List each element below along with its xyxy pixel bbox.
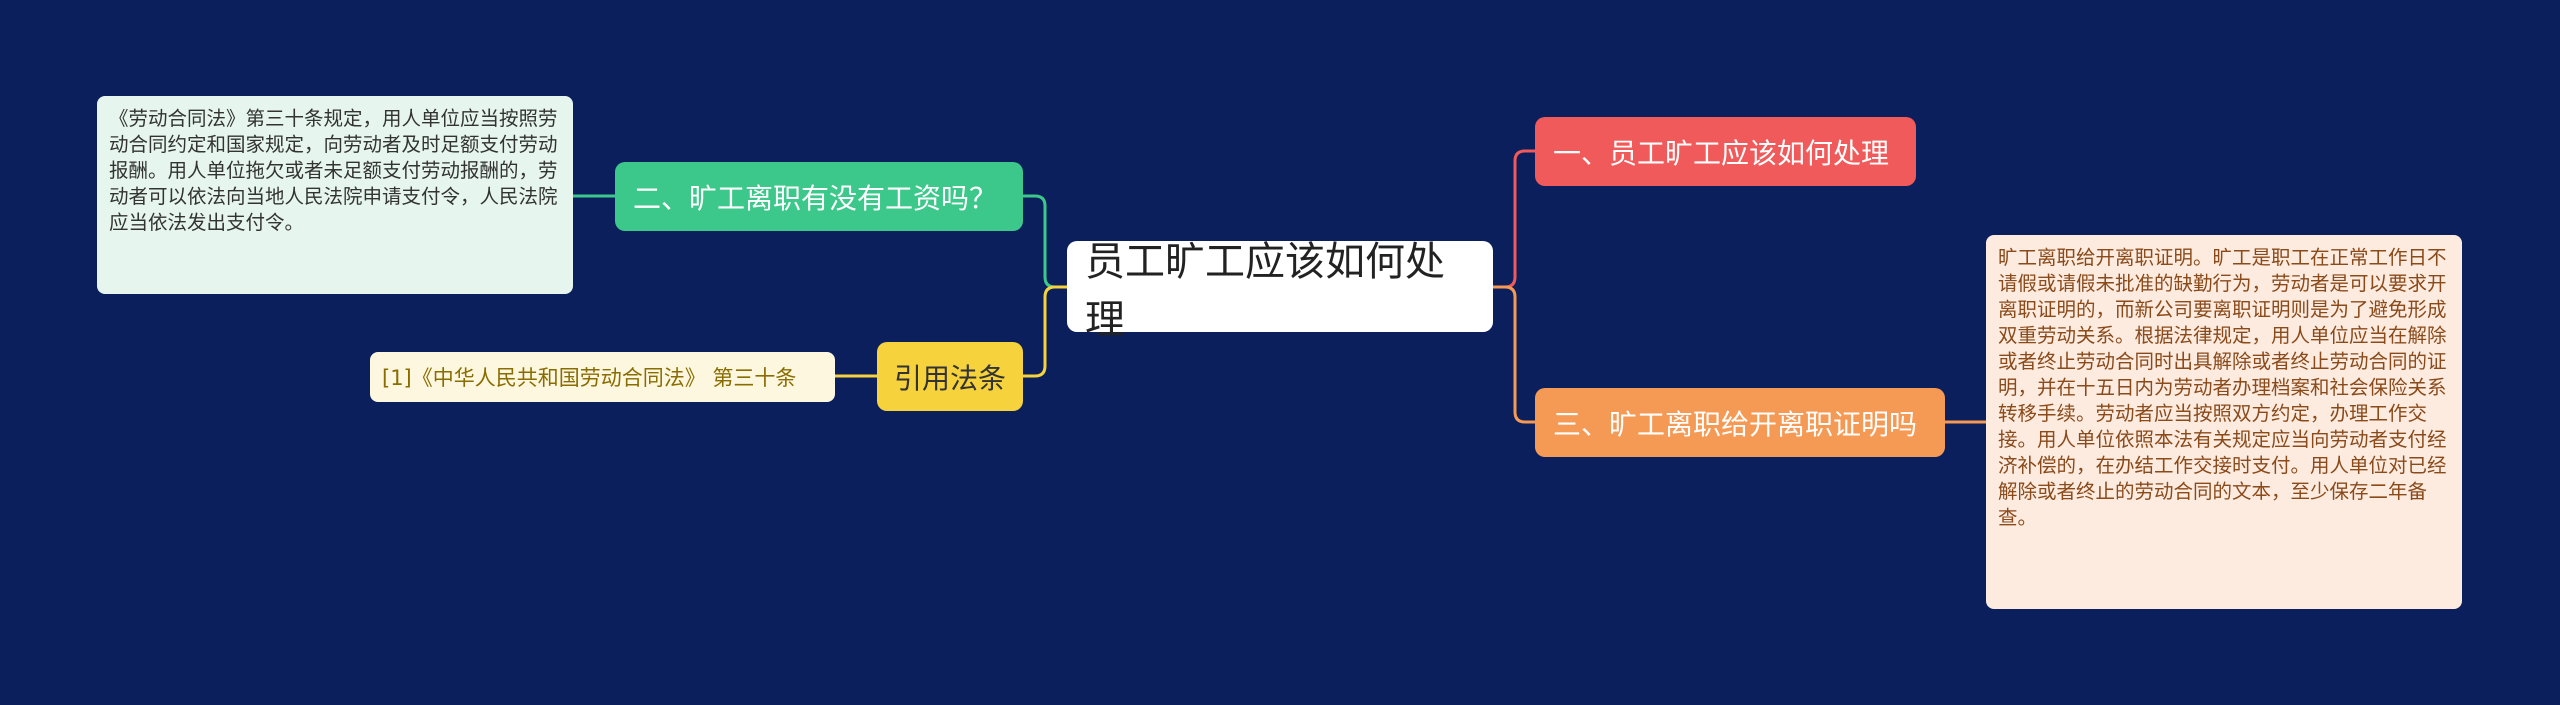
leaf-labor-contract-law-text[interactable]: 《劳动合同法》第三十条规定，用人单位应当按照劳动合同约定和国家规定，向劳动者及时… [97, 96, 573, 294]
leaf-text: [1]《中华人民共和国劳动合同法》 第三十条 [382, 366, 797, 390]
link-root-cite [1023, 285, 1067, 378]
branch-label: 二、旷工离职有没有工资吗？ [633, 181, 998, 215]
link-root-b2 [1023, 194, 1067, 289]
branch-wages-after-absence[interactable]: 二、旷工离职有没有工资吗？ [615, 162, 1023, 231]
branch-label: 三、旷工离职给开离职证明吗 [1553, 407, 1918, 441]
leaf-law-citation[interactable]: [1]《中华人民共和国劳动合同法》 第三十条 [370, 352, 835, 402]
branch-label: 引用法条 [893, 361, 1006, 395]
root-node[interactable]: 员工旷工应该如何处理 [1067, 239, 1493, 343]
leaf-text: 《劳动合同法》第三十条规定，用人单位应当按照劳动合同约定和国家规定，向劳动者及时… [109, 107, 558, 234]
leaf-text: 旷工离职给开离职证明。旷工是职工在正常工作日不请假或请假未批准的缺勤行为，劳动者… [1998, 246, 2447, 529]
branch-cited-law[interactable]: 引用法条 [877, 342, 1023, 411]
branch-resignation-certificate[interactable]: 三、旷工离职给开离职证明吗 [1535, 388, 1945, 457]
link-root-b3 [1493, 285, 1535, 424]
branch-label: 一、员工旷工应该如何处理 [1553, 136, 1890, 170]
link-root-b1 [1493, 149, 1535, 289]
leaf-certificate-explanation[interactable]: 旷工离职给开离职证明。旷工是职工在正常工作日不请假或请假未批准的缺勤行为，劳动者… [1986, 235, 2462, 609]
root-label: 员工旷工应该如何处理 [1085, 238, 1445, 343]
branch-handle-absence[interactable]: 一、员工旷工应该如何处理 [1535, 117, 1916, 186]
